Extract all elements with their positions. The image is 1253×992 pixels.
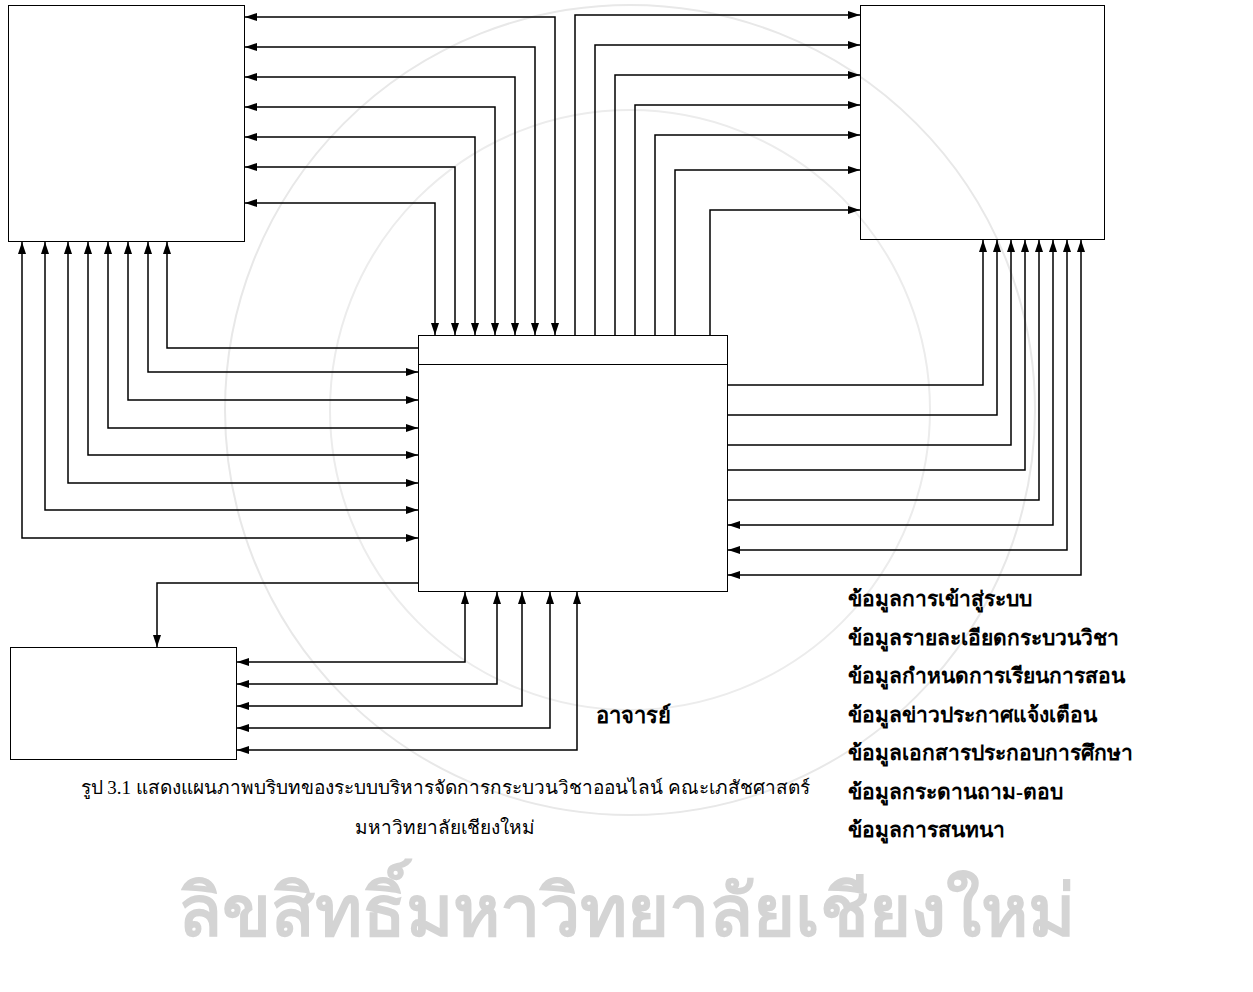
data-flow-arrow (237, 592, 550, 728)
data-flow-arrow (245, 203, 435, 335)
data-flow-arrow (245, 137, 475, 335)
seal-ring (225, 5, 1035, 815)
data-flow-arrow (728, 240, 1067, 550)
data-flow-arrow (128, 242, 418, 400)
data-flow-arrow (22, 242, 418, 538)
data-flow-arrow (245, 107, 495, 335)
data-flow-arrow (237, 592, 465, 662)
data-flow-name: ข้อมูลการสนทนา (848, 817, 1005, 844)
data-flow-name: ข้อมูลกำหนดการเรียนการสอน (848, 663, 1125, 690)
process-header-line (419, 364, 727, 365)
data-flow-arrow (728, 240, 1011, 445)
external-entity-name: อาจารย์ (596, 702, 671, 731)
data-flow-arrow (237, 592, 577, 750)
data-flow-name: ข้อมูลกระดานถาม-ตอบ (848, 779, 1063, 806)
data-flow-arrow (728, 240, 1039, 500)
data-flow-arrow (245, 167, 455, 335)
external-entity-box (860, 5, 1105, 240)
data-flow-arrow (245, 77, 515, 335)
external-entity-box (10, 647, 237, 760)
data-flow-arrow (45, 242, 418, 510)
data-flow-arrow (728, 240, 1025, 470)
data-flow-arrow (675, 170, 860, 335)
data-flow-arrow (595, 45, 860, 335)
data-flow-arrow (245, 47, 535, 335)
data-flow-arrow (88, 242, 418, 455)
data-flow-arrow (655, 135, 860, 335)
copyright-watermark: ลิขสิทธิ์มหาวิทยาลัยเชียงใหม่ (0, 866, 1253, 960)
data-flow-name: ข้อมูลการเข้าสู่ระบบ (848, 586, 1032, 613)
data-flow-name: ข้อมูลข่าวประกาศแจ้งเตือน (848, 702, 1097, 729)
data-flow-arrow (148, 242, 418, 372)
data-flow-arrow (245, 17, 555, 335)
data-flow-arrow (575, 15, 860, 335)
data-flow-arrow (167, 242, 418, 348)
data-flow-name: ข้อมูลเอกสารประกอบการศึกษา (848, 740, 1133, 767)
data-flow-arrow (237, 592, 497, 684)
seal-ring (330, 110, 930, 710)
external-entity-box (8, 5, 245, 242)
data-flow-arrow (728, 240, 997, 415)
data-flow-arrow (728, 240, 983, 385)
data-flow-arrow (728, 240, 1081, 575)
data-flow-arrow (237, 592, 522, 706)
data-flow-arrow (68, 242, 418, 483)
data-flow-arrow (157, 583, 418, 647)
process-box (418, 335, 728, 592)
data-flow-arrow (635, 105, 860, 335)
data-flow-arrow (710, 210, 860, 335)
data-flow-name: ข้อมูลรายละเอียดกระบวนวิชา (848, 625, 1119, 652)
data-flow-arrow (108, 242, 418, 428)
data-flow-arrow (615, 75, 860, 335)
data-flow-arrow (728, 240, 1053, 525)
figure-caption: รูป 3.1 แสดงแผนภาพบริบทของระบบบริหารจัดก… (60, 768, 830, 848)
